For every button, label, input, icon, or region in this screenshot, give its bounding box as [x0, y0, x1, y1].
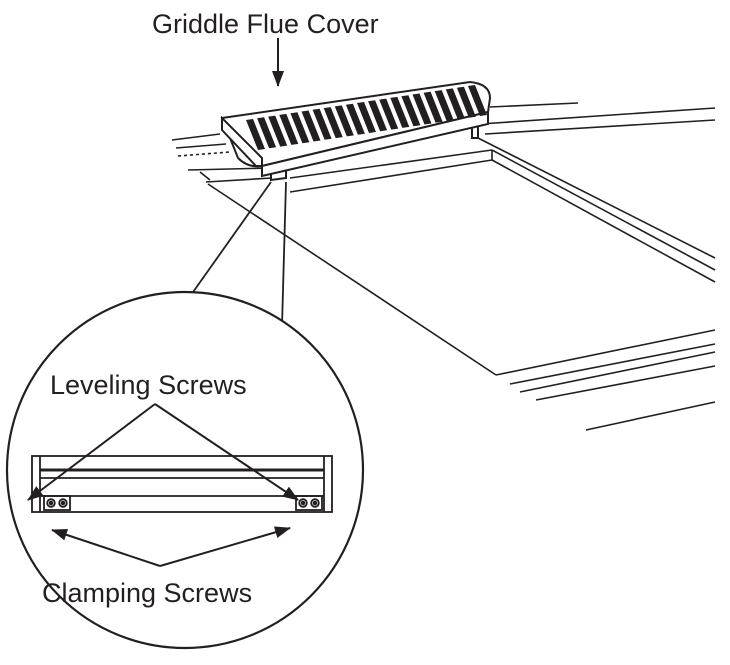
flue-slots — [246, 85, 487, 150]
back-edge-left — [171, 133, 221, 141]
griddle-back-inner — [289, 149, 493, 179]
flue-slot — [423, 91, 443, 123]
flue-slot — [379, 98, 399, 130]
zoom-leader-right — [281, 181, 287, 327]
bracket-outer — [31, 455, 333, 513]
griddle-front-edge — [495, 329, 716, 376]
flue-slot — [357, 102, 376, 133]
zoom-leaders — [185, 181, 287, 327]
flue-slot — [312, 108, 332, 140]
screw-left-1 — [46, 498, 56, 508]
flue-slot — [401, 95, 421, 127]
flue-slot — [445, 88, 465, 120]
flue-slot — [345, 103, 365, 135]
screw-left-1-center — [48, 500, 54, 506]
rear-trim-bottom — [484, 119, 716, 135]
screw-right-1 — [298, 498, 308, 508]
leveling-screws-label: Leveling Screws — [50, 370, 247, 400]
screw-plate-right — [295, 495, 323, 511]
back-edge-left-lower — [175, 143, 227, 149]
front-trim-3 — [535, 365, 716, 401]
screw-right-1-center — [300, 500, 306, 506]
leveling-arrow-right — [154, 403, 299, 501]
flue-slot — [412, 93, 432, 125]
front-trim-4 — [585, 401, 716, 431]
flue-slot — [390, 96, 410, 128]
back-edge-right — [489, 102, 579, 108]
flue-slot — [368, 100, 388, 132]
griddle-left-edge — [207, 183, 497, 376]
flue-cover-front — [261, 110, 489, 178]
clamping-screws-label: Clamping Screws — [42, 578, 253, 608]
flue-slot — [290, 112, 310, 144]
corner-left — [199, 171, 211, 181]
flue-slot — [334, 105, 354, 137]
flue-slot — [434, 90, 454, 122]
callout-arrows — [27, 38, 299, 567]
flue-slot — [268, 115, 288, 147]
griddle-back-inner-2 — [289, 159, 493, 193]
leveling-arrow-left — [27, 403, 156, 501]
zoom-detail — [31, 455, 333, 513]
dotted-edge — [177, 151, 231, 157]
front-trim-1 — [509, 343, 716, 385]
screw-plate-left — [43, 495, 71, 511]
flue-cover-side — [221, 115, 263, 167]
flue-cover-label: Griddle Flue Cover — [152, 9, 379, 39]
flue-slot — [257, 117, 277, 149]
zoom-leader-left — [185, 181, 272, 303]
griddle-right-edge-2 — [491, 159, 716, 283]
clamping-arrow-left — [51, 529, 161, 567]
griddle-body — [171, 102, 716, 431]
screw-left-2 — [58, 498, 68, 508]
front-left-edge-2 — [205, 177, 273, 183]
rear-trim-top — [479, 107, 716, 125]
flue-slot — [468, 85, 487, 116]
griddle-right-outer — [477, 137, 716, 259]
clamping-arrow-right — [159, 526, 291, 567]
flue-slot — [456, 86, 476, 118]
front-left-edge — [187, 167, 271, 171]
griddle-right-edge — [491, 149, 716, 271]
flue-slot — [246, 119, 265, 150]
flue-slot — [279, 113, 299, 145]
screw-right-2 — [310, 498, 320, 508]
screw-left-2-center — [60, 500, 66, 506]
flue-slot — [301, 110, 321, 142]
screw-right-2-center — [312, 500, 318, 506]
front-trim-2 — [519, 351, 716, 393]
flue-slot — [323, 107, 343, 139]
